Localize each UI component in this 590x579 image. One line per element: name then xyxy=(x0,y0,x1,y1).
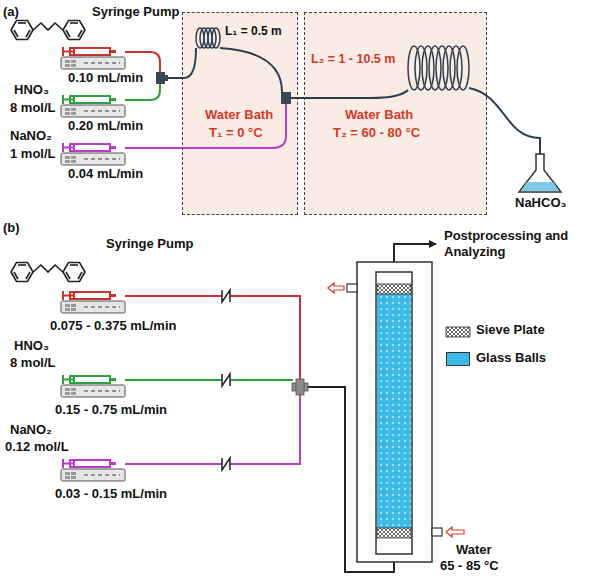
text-label: Postprocessing and Analyzing xyxy=(444,228,582,260)
text-label: HNO₃ xyxy=(14,82,49,98)
text-label: 0.10 mL/min xyxy=(68,70,143,86)
text-label: HNO₃ xyxy=(14,338,49,354)
text-label: 0.15 - 0.75 mL/min xyxy=(55,402,167,418)
text-label: 0.20 mL/min xyxy=(68,118,143,134)
legend-text: Sieve Plate xyxy=(476,322,545,338)
text-label: NaNO₂ xyxy=(10,128,52,144)
text-label: NaNO₂ xyxy=(10,422,52,438)
text-label: (b) xyxy=(3,220,20,236)
text-label: Syringe Pump xyxy=(106,236,193,252)
text-label: Syringe Pump xyxy=(92,4,179,20)
text-label: 0.12 mol/L xyxy=(5,439,69,455)
bath-label: Water Bath xyxy=(345,107,413,123)
text-label: 0.03 - 0.15 mL/min xyxy=(55,486,167,502)
text-label: 8 mol/L xyxy=(10,100,56,116)
temperature-label: T₂ = 60 - 80 °C xyxy=(333,125,420,141)
temperature-label: T₁ = 0 °C xyxy=(209,125,263,141)
text-label: (a) xyxy=(3,4,19,20)
text-label: 1 mol/L xyxy=(10,146,56,162)
text-label: 0.04 mL/min xyxy=(68,166,143,182)
bath-label: Water Bath xyxy=(205,107,273,123)
legend-swatch xyxy=(446,352,470,366)
water-bath-box: L₂ = 1 - 10.5 m Water Bath T₂ = 60 - 80 °C xyxy=(304,12,487,215)
water-bath-box: L₁ = 0.5 m Water Bath T₁ = 0 °C xyxy=(182,12,298,215)
length-label: L₁ = 0.5 m xyxy=(225,23,282,39)
text-label: 8 mol/L xyxy=(10,355,56,371)
text-label: Water xyxy=(456,542,492,558)
text-label: NaHCO₃ xyxy=(515,195,567,211)
text-label: 65 - 85 °C xyxy=(440,558,499,574)
legend-text: Glass Balls xyxy=(476,350,546,366)
text-label: 0.075 - 0.375 mL/min xyxy=(50,318,176,334)
length-label: L₂ = 1 - 10.5 m xyxy=(311,51,395,67)
